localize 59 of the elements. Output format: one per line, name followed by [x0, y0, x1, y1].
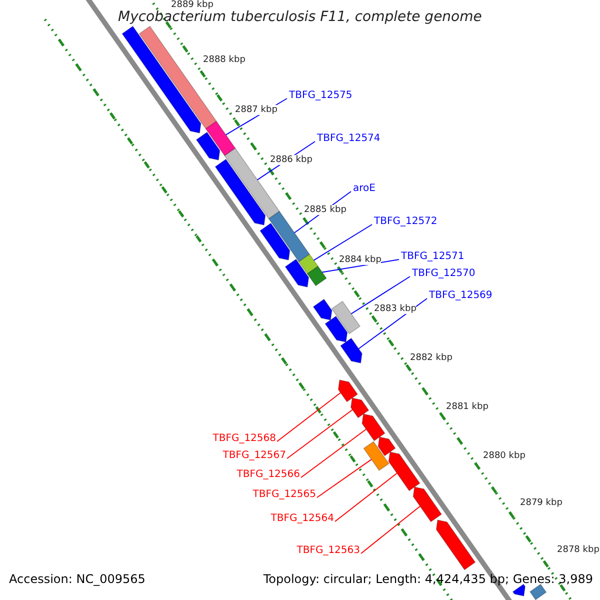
gene-label: TBFG_12563: [296, 545, 360, 556]
leader-line: [360, 506, 421, 554]
gene-block: [324, 316, 348, 342]
leader-line: [276, 392, 342, 442]
leader-line: [286, 409, 353, 459]
gene-label: TBFG_12574: [317, 133, 380, 144]
scale-label: 2886 kbp: [270, 155, 312, 166]
title: Mycobacterium tuberculosis F11, complete genome: [118, 9, 482, 26]
scale-label: 2880 kbp: [483, 451, 526, 462]
gene-label: TBFG_12566: [236, 469, 300, 480]
gene-block: [512, 584, 526, 596]
leader-line: [313, 224, 372, 261]
accession-text: Accession: NC_009565: [9, 573, 146, 587]
leader-line: [316, 458, 372, 498]
gene-block: [260, 222, 290, 260]
gene-block: [214, 158, 266, 226]
gene-block: [268, 210, 310, 262]
gene-label: aroE: [353, 183, 376, 194]
gene-label: TBFG_12569: [429, 290, 492, 302]
genome-summary: Topology: circular; Length: 4,424,435 bp; Genes: 3,989: [263, 573, 593, 587]
scale-label: 2885 kbp: [304, 205, 346, 216]
gene-label: TBFG_12571: [401, 251, 464, 262]
gene-label: TBFG_12570: [412, 268, 476, 280]
gene-block: [122, 26, 202, 134]
gene-block: [378, 436, 396, 456]
gene-block: [338, 380, 358, 402]
gene-block: [412, 486, 442, 522]
gene-block: [388, 452, 420, 492]
scale-label: 2887 kbp: [235, 105, 278, 116]
leader-line: [350, 276, 410, 314]
gene-block: [298, 254, 319, 274]
gene-block: [196, 132, 220, 160]
gene-label: TBFG_12564: [270, 513, 334, 524]
gene-label: TBFG_12575: [289, 90, 352, 102]
scale-label: 2881 kbp: [446, 402, 488, 412]
gene-block: [340, 338, 362, 364]
scale-label: 2884 kbp: [339, 255, 382, 266]
scale-label: 2889 kbp: [171, 0, 214, 10]
scale-label: 2883 kbp: [374, 304, 416, 314]
gene-block: [331, 300, 361, 334]
gene-block: [306, 266, 327, 286]
gene-label: TBFG_12565: [252, 489, 316, 500]
scale-label: 2882 kbp: [410, 353, 452, 364]
gene-block: [205, 120, 236, 156]
leader-line: [334, 472, 398, 522]
gene-block: [529, 584, 547, 600]
gene-label: TBFG_12567: [222, 450, 286, 462]
gene-block: [362, 414, 386, 442]
gene-label: TBFG_12568: [212, 433, 276, 444]
gene-block: [436, 520, 476, 570]
scale-label: 2878 kbp: [557, 545, 600, 556]
leader-line: [358, 298, 428, 350]
gene-block: [350, 398, 370, 418]
scale-label: 2879 kbp: [520, 498, 562, 508]
gene-block: [284, 258, 310, 288]
gene-block: [363, 441, 390, 471]
scale-label: 2888 kbp: [203, 55, 246, 66]
gene-label: TBFG_12572: [374, 216, 438, 228]
leader-line: [300, 428, 367, 478]
